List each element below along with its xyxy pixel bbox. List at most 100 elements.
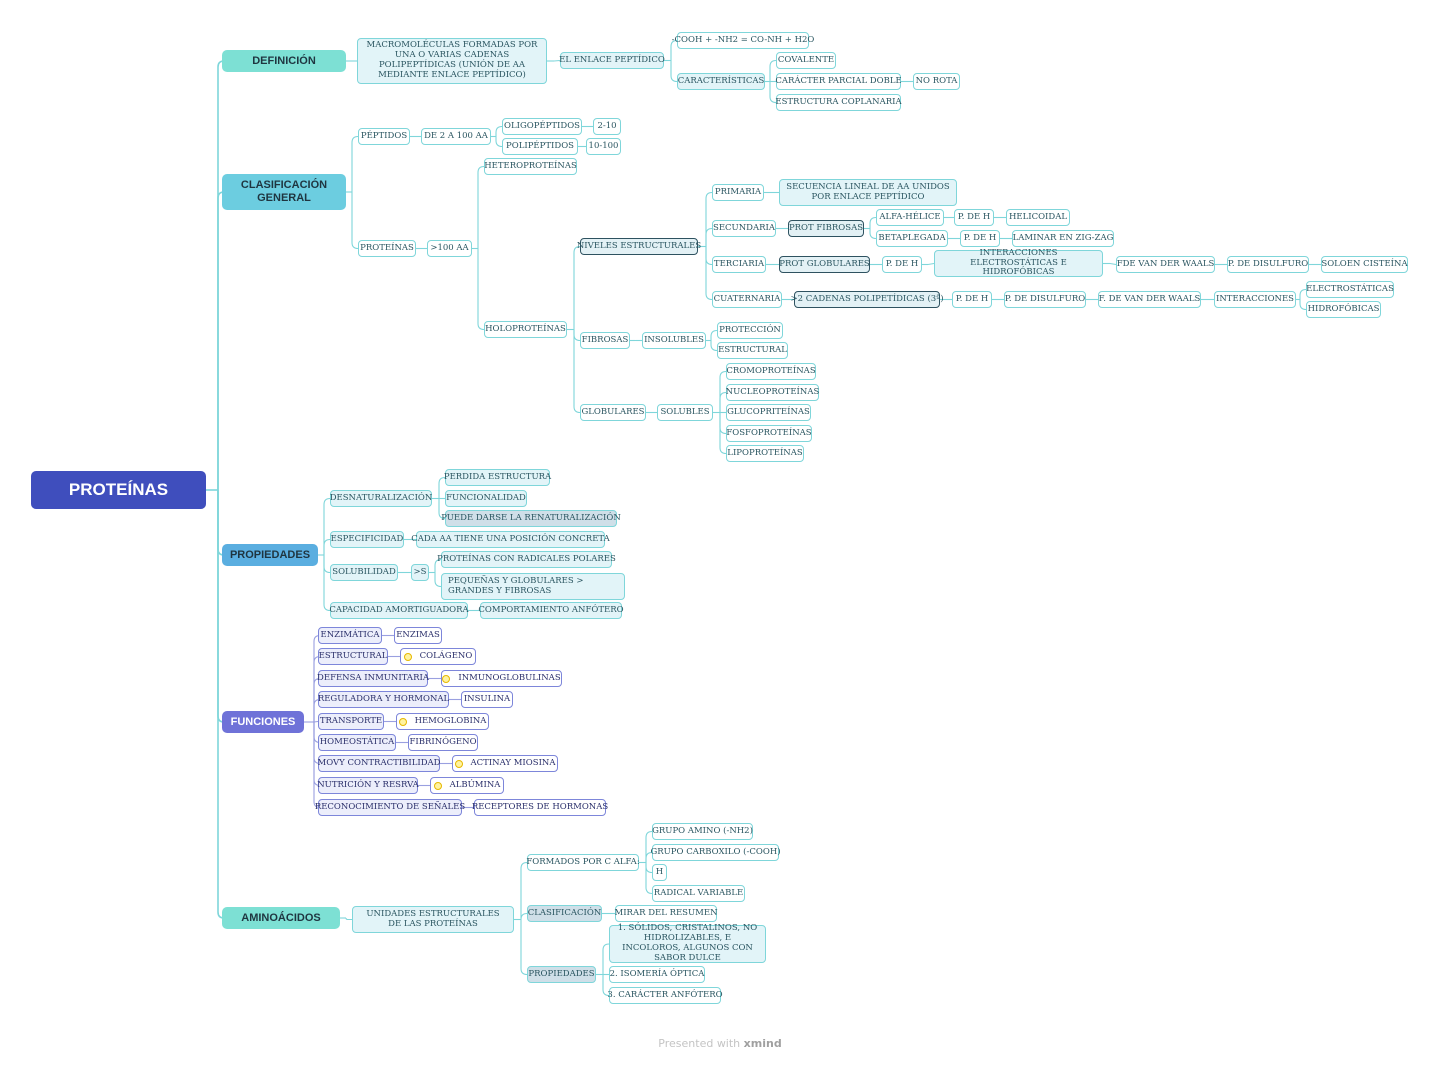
topic-secundaria[interactable]: SECUNDARIA xyxy=(712,220,776,237)
topic-cuaternaria[interactable]: CUATERNARIA xyxy=(712,291,782,308)
topic-caracteristicas[interactable]: CARACTERÍSTICAS xyxy=(677,73,765,90)
topic-rango-10-100[interactable]: 10-100 xyxy=(586,138,621,155)
branch-clasificacion[interactable]: CLASIFICACIÓN GENERAL xyxy=(222,174,346,210)
topic-interacciones-electrostaticas[interactable]: INTERACCIONES ELECTROSTÁTICAS E HIDROFÓB… xyxy=(934,248,1103,277)
topic-no-rota[interactable]: NO ROTA xyxy=(913,73,960,90)
topic-interacciones[interactable]: INTERACCIONES xyxy=(1214,291,1296,308)
topic-albumina[interactable]: ALBÚMINA xyxy=(430,777,504,794)
topic-caracter-parcial-doble[interactable]: CARÁCTER PARCIAL DOBLE xyxy=(775,73,902,90)
topic-solubilidad[interactable]: SOLUBILIDAD xyxy=(330,564,398,581)
topic-secuencia-lineal[interactable]: SECUENCIA LINEAL DE AA UNIDOS POR ENLACE… xyxy=(779,179,957,206)
topic-p-de-h[interactable]: P. DE H xyxy=(960,230,1000,247)
topic-mirar-resumen[interactable]: MIRAR DEL RESUMEN xyxy=(615,905,718,922)
topic-proteccion[interactable]: PROTECCIÓN xyxy=(717,322,783,339)
topic-p-de-h[interactable]: P. DE H xyxy=(952,291,992,308)
topic-globulares[interactable]: GLOBULARES xyxy=(580,404,646,421)
topic-homeostatica[interactable]: HOMEOSTÁTICA xyxy=(318,734,396,751)
topic-proteinas[interactable]: PROTEÍNAS xyxy=(358,240,416,257)
topic-enzimas[interactable]: ENZIMAS xyxy=(394,627,442,644)
topic-laminar-zig-zag[interactable]: LAMINAR EN ZIG-ZAG xyxy=(1012,230,1114,247)
topic-transporte[interactable]: TRANSPORTE xyxy=(318,713,384,730)
topic-insolubles[interactable]: INSOLUBLES xyxy=(642,332,706,349)
branch-propiedades[interactable]: PROPIEDADES xyxy=(222,544,318,566)
topic-actina-miosina[interactable]: ACTINAY MIOSINA xyxy=(452,755,558,772)
topic-enzimatica[interactable]: ENZIMÁTICA xyxy=(318,627,382,644)
topic-lipoproteinas[interactable]: LIPOPROTEÍNAS xyxy=(726,445,804,462)
branch-definicion[interactable]: DEFINICIÓN xyxy=(222,50,346,72)
topic-p-de-disulfuro[interactable]: P. DE DISULFURO xyxy=(1004,291,1086,308)
topic-cada-aa-posicion[interactable]: CADA AA TIENE UNA POSICIÓN CONCRETA xyxy=(411,531,610,548)
topic-fibrosas[interactable]: FIBROSAS xyxy=(580,332,630,349)
topic-pequenas-globulares[interactable]: PEQUEÑAS Y GLOBULARES > GRANDES Y FIBROS… xyxy=(441,573,625,600)
topic-nucleoproteinas[interactable]: NUCLEOPROTEÍNAS xyxy=(726,384,819,401)
topic-radical-variable[interactable]: RADICAL VARIABLE xyxy=(652,885,745,902)
branch-funciones[interactable]: FUNCIONES xyxy=(222,711,304,733)
topic-radicales-polares[interactable]: PROTEÍNAS CON RADICALES POLARES xyxy=(437,551,616,568)
topic-mas-100-aa[interactable]: >100 AA xyxy=(427,240,472,257)
topic-betaplegada[interactable]: BETAPLEGADA xyxy=(876,230,948,247)
topic-helicoidal[interactable]: HELICOIDAL xyxy=(1006,209,1070,226)
topic-estructural[interactable]: ESTRUCTURAL xyxy=(717,342,788,359)
topic-de-2-a-100[interactable]: DE 2 A 100 AA xyxy=(421,128,491,145)
topic-estructural[interactable]: ESTRUCTURAL xyxy=(318,648,388,665)
topic-electrostaticas[interactable]: ELECTROSTÁTICAS xyxy=(1306,281,1394,298)
topic-niveles-estructurales[interactable]: NIVELES ESTRUCTURALES xyxy=(577,238,701,255)
topic-especificidad[interactable]: ESPECIFICIDAD xyxy=(330,531,404,548)
topic-enlace-peptidico[interactable]: EL ENLACE PEPTÍDICO xyxy=(559,52,665,69)
topic-nutricion-reserva[interactable]: NUTRICIÓN Y RESRVA xyxy=(317,777,419,794)
topic-glucoproteinas[interactable]: GLUCOPRITEÍNAS xyxy=(726,404,811,421)
branch-aminoacidos[interactable]: AMINOÁCIDOS xyxy=(222,907,340,929)
topic-inmunoglobulinas[interactable]: INMUNOGLOBULINAS xyxy=(441,670,562,687)
topic-fde-van-der-waals[interactable]: FDE VAN DER WAALS xyxy=(1116,256,1215,273)
topic-h[interactable]: H xyxy=(652,864,667,881)
topic-heteroproteinas[interactable]: HETEROPROTEÍNAS xyxy=(484,158,577,175)
topic-receptores-hormonas[interactable]: RECEPTORES DE HORMONAS xyxy=(472,799,608,816)
topic-desnaturalizacion[interactable]: DESNATURALIZACIÓN xyxy=(330,490,432,507)
topic-capacidad-amortiguadora[interactable]: CAPACIDAD AMORTIGUADORA xyxy=(329,602,469,619)
topic-peptidos[interactable]: PÉPTIDOS xyxy=(358,128,410,145)
topic-solo-en-cisteina[interactable]: SOLOEN CISTEÍNA xyxy=(1321,256,1408,273)
topic-insulina[interactable]: INSULINA xyxy=(461,691,513,708)
topic-defensa-inmunitaria[interactable]: DEFENSA INMUNITARIA xyxy=(317,670,429,687)
topic-perdida-estructura[interactable]: PERDIDA ESTRUCTURA xyxy=(444,469,551,486)
topic-p-de-h[interactable]: P. DE H xyxy=(954,209,994,226)
topic-propiedad-1[interactable]: 1. SÓLIDOS, CRISTALINOS, NO HIDROLIZABLE… xyxy=(609,924,766,963)
topic-macromoleculas[interactable]: MACROMOLÉCULAS FORMADAS POR UNA O VARIAS… xyxy=(357,38,547,84)
topic-cromoproteinas[interactable]: CROMOPROTEÍNAS xyxy=(726,363,816,380)
topic-prot-globulares[interactable]: PROT GLOBULARES xyxy=(779,256,870,273)
topic-mas-2-cadenas[interactable]: >2 CADENAS POLIPETÍDICAS (3ª) xyxy=(790,291,944,308)
topic-colageno[interactable]: COLÁGENO xyxy=(400,648,476,665)
topic-covalente[interactable]: COVALENTE xyxy=(776,52,836,69)
topic-alfa-helice[interactable]: ALFA-HÉLICE xyxy=(876,209,944,226)
topic-grupo-carboxilo[interactable]: GRUPO CARBOXILO (-COOH) xyxy=(650,844,781,861)
topic-prot-fibrosas[interactable]: PROT FIBROSAS xyxy=(788,220,864,237)
topic-primaria[interactable]: PRIMARIA xyxy=(712,184,764,201)
topic-hemoglobina[interactable]: HEMOGLOBINA xyxy=(396,713,489,730)
topic-p-de-disulfuro[interactable]: P. DE DISULFURO xyxy=(1227,256,1309,273)
topic-fosfoproteinas[interactable]: FOSFOPROTEÍNAS xyxy=(726,425,812,442)
topic-mayor-s[interactable]: >S xyxy=(411,564,429,581)
topic-polipeptidos[interactable]: POLIPÉPTIDOS xyxy=(502,138,578,155)
topic-hidrofobicas[interactable]: HIDROFÓBICAS xyxy=(1306,301,1381,318)
topic-movy-contractibilidad[interactable]: MOVY CONTRACTIBILIDAD xyxy=(318,755,441,772)
topic-solubles[interactable]: SOLUBLES xyxy=(657,404,713,421)
topic-propiedad-3[interactable]: 3. CARÁCTER ANFÓTERO xyxy=(607,987,723,1004)
topic-comportamiento-anfotero[interactable]: COMPORTAMIENTO ANFÓTERO xyxy=(478,602,624,619)
topic-propiedades[interactable]: PROPIEDADES xyxy=(527,966,596,983)
topic-grupo-amino[interactable]: GRUPO AMINO (-NH2) xyxy=(652,823,753,840)
topic-reaccion[interactable]: -COOH + -NH2 = CO-NH + H2O xyxy=(672,32,814,49)
topic-oligopeptidos[interactable]: OLIGOPÉPTIDOS xyxy=(502,118,582,135)
topic-estructura-coplanaria[interactable]: ESTRUCTURA COPLANARIA xyxy=(775,94,902,111)
topic-formados-por-c-alfa[interactable]: FORMADOS POR C ALFA: xyxy=(526,854,640,871)
topic-terciaria[interactable]: TERCIARIA xyxy=(712,256,766,273)
topic-p-de-h[interactable]: P. DE H xyxy=(882,256,922,273)
topic-holoproteinas[interactable]: HOLOPROTEÍNAS xyxy=(484,321,567,338)
root-topic[interactable]: PROTEÍNAS xyxy=(31,471,206,509)
topic-funcionalidad[interactable]: FUNCIONALIDAD xyxy=(445,490,527,507)
topic-clasificacion[interactable]: CLASIFICACIÓN xyxy=(527,905,602,922)
topic-unidades-estructurales[interactable]: UNIDADES ESTRUCTURALES DE LAS PROTEÍNAS xyxy=(352,906,514,933)
topic-reconocimiento-senales[interactable]: RECONOCIMIENTO DE SEÑALES xyxy=(315,799,465,816)
topic-rango-2-10[interactable]: 2-10 xyxy=(593,118,621,135)
topic-fibrinogeno[interactable]: FIBRINÓGENO xyxy=(408,734,478,751)
topic-f-de-van-der-waals[interactable]: F. DE VAN DER WAALS xyxy=(1098,291,1201,308)
